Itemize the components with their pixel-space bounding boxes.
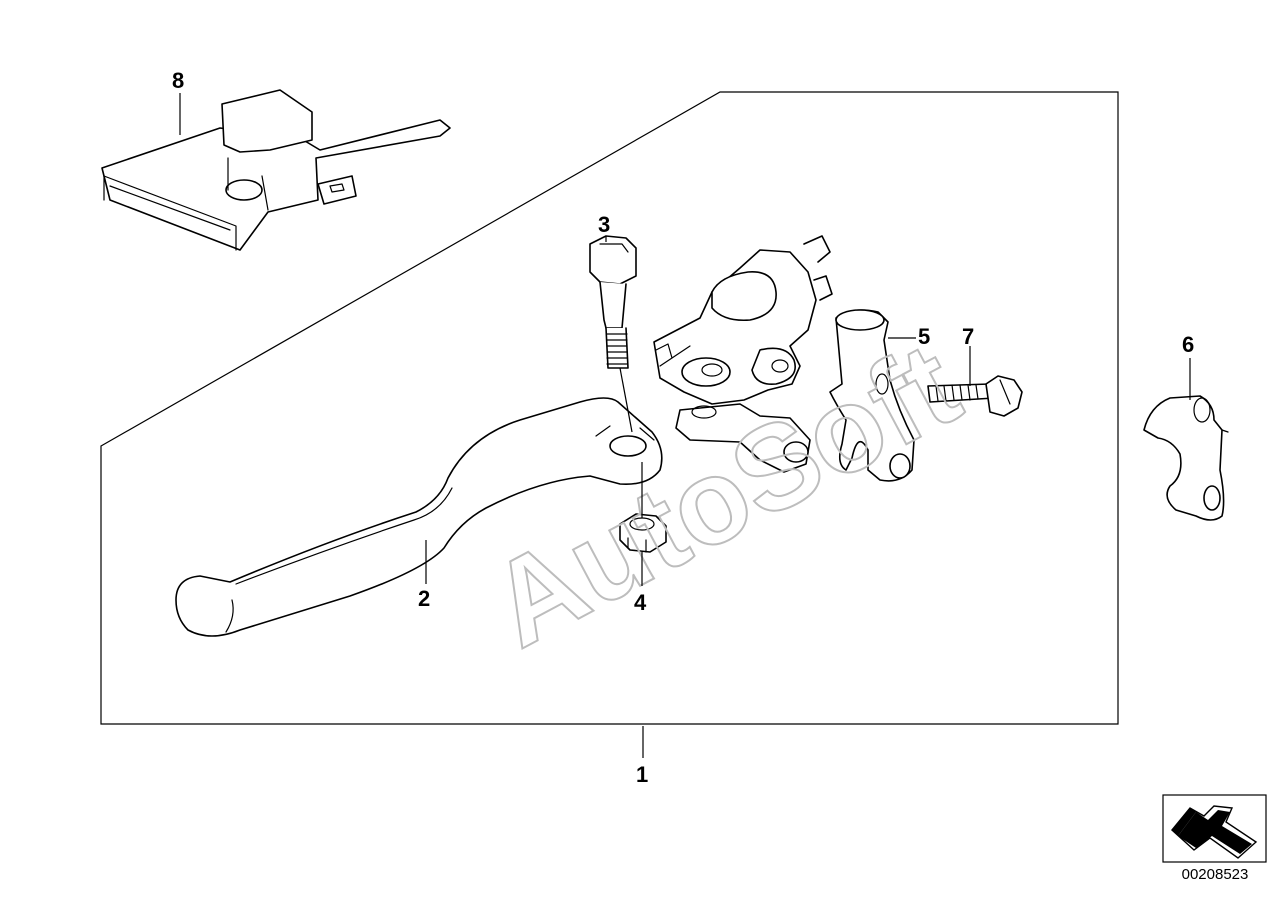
part-3-pivot-bolt — [589, 235, 637, 369]
callout-2: 2 — [418, 586, 430, 611]
assembly-frame — [100, 91, 1119, 725]
direction-arrow-icon — [1162, 794, 1267, 863]
document-number: 00208523 — [1181, 866, 1249, 883]
callouts: 1 2 3 4 5 6 7 8 — [172, 68, 1194, 787]
bracket-assembly — [653, 235, 833, 473]
callout-6: 6 — [1182, 332, 1194, 357]
callout-7: 7 — [962, 324, 974, 349]
callout-5: 5 — [918, 324, 930, 349]
part-6-clamp-half — [1143, 395, 1229, 521]
callout-4: 4 — [634, 590, 647, 615]
part-5-clamp — [829, 309, 915, 482]
part-8-guard — [101, 89, 451, 251]
part-2-lever — [175, 397, 663, 637]
callout-8: 8 — [172, 68, 184, 93]
part-7-screw — [927, 375, 1023, 417]
callout-1: 1 — [636, 762, 648, 787]
callout-3: 3 — [598, 212, 610, 237]
leader-lines — [179, 93, 1191, 758]
